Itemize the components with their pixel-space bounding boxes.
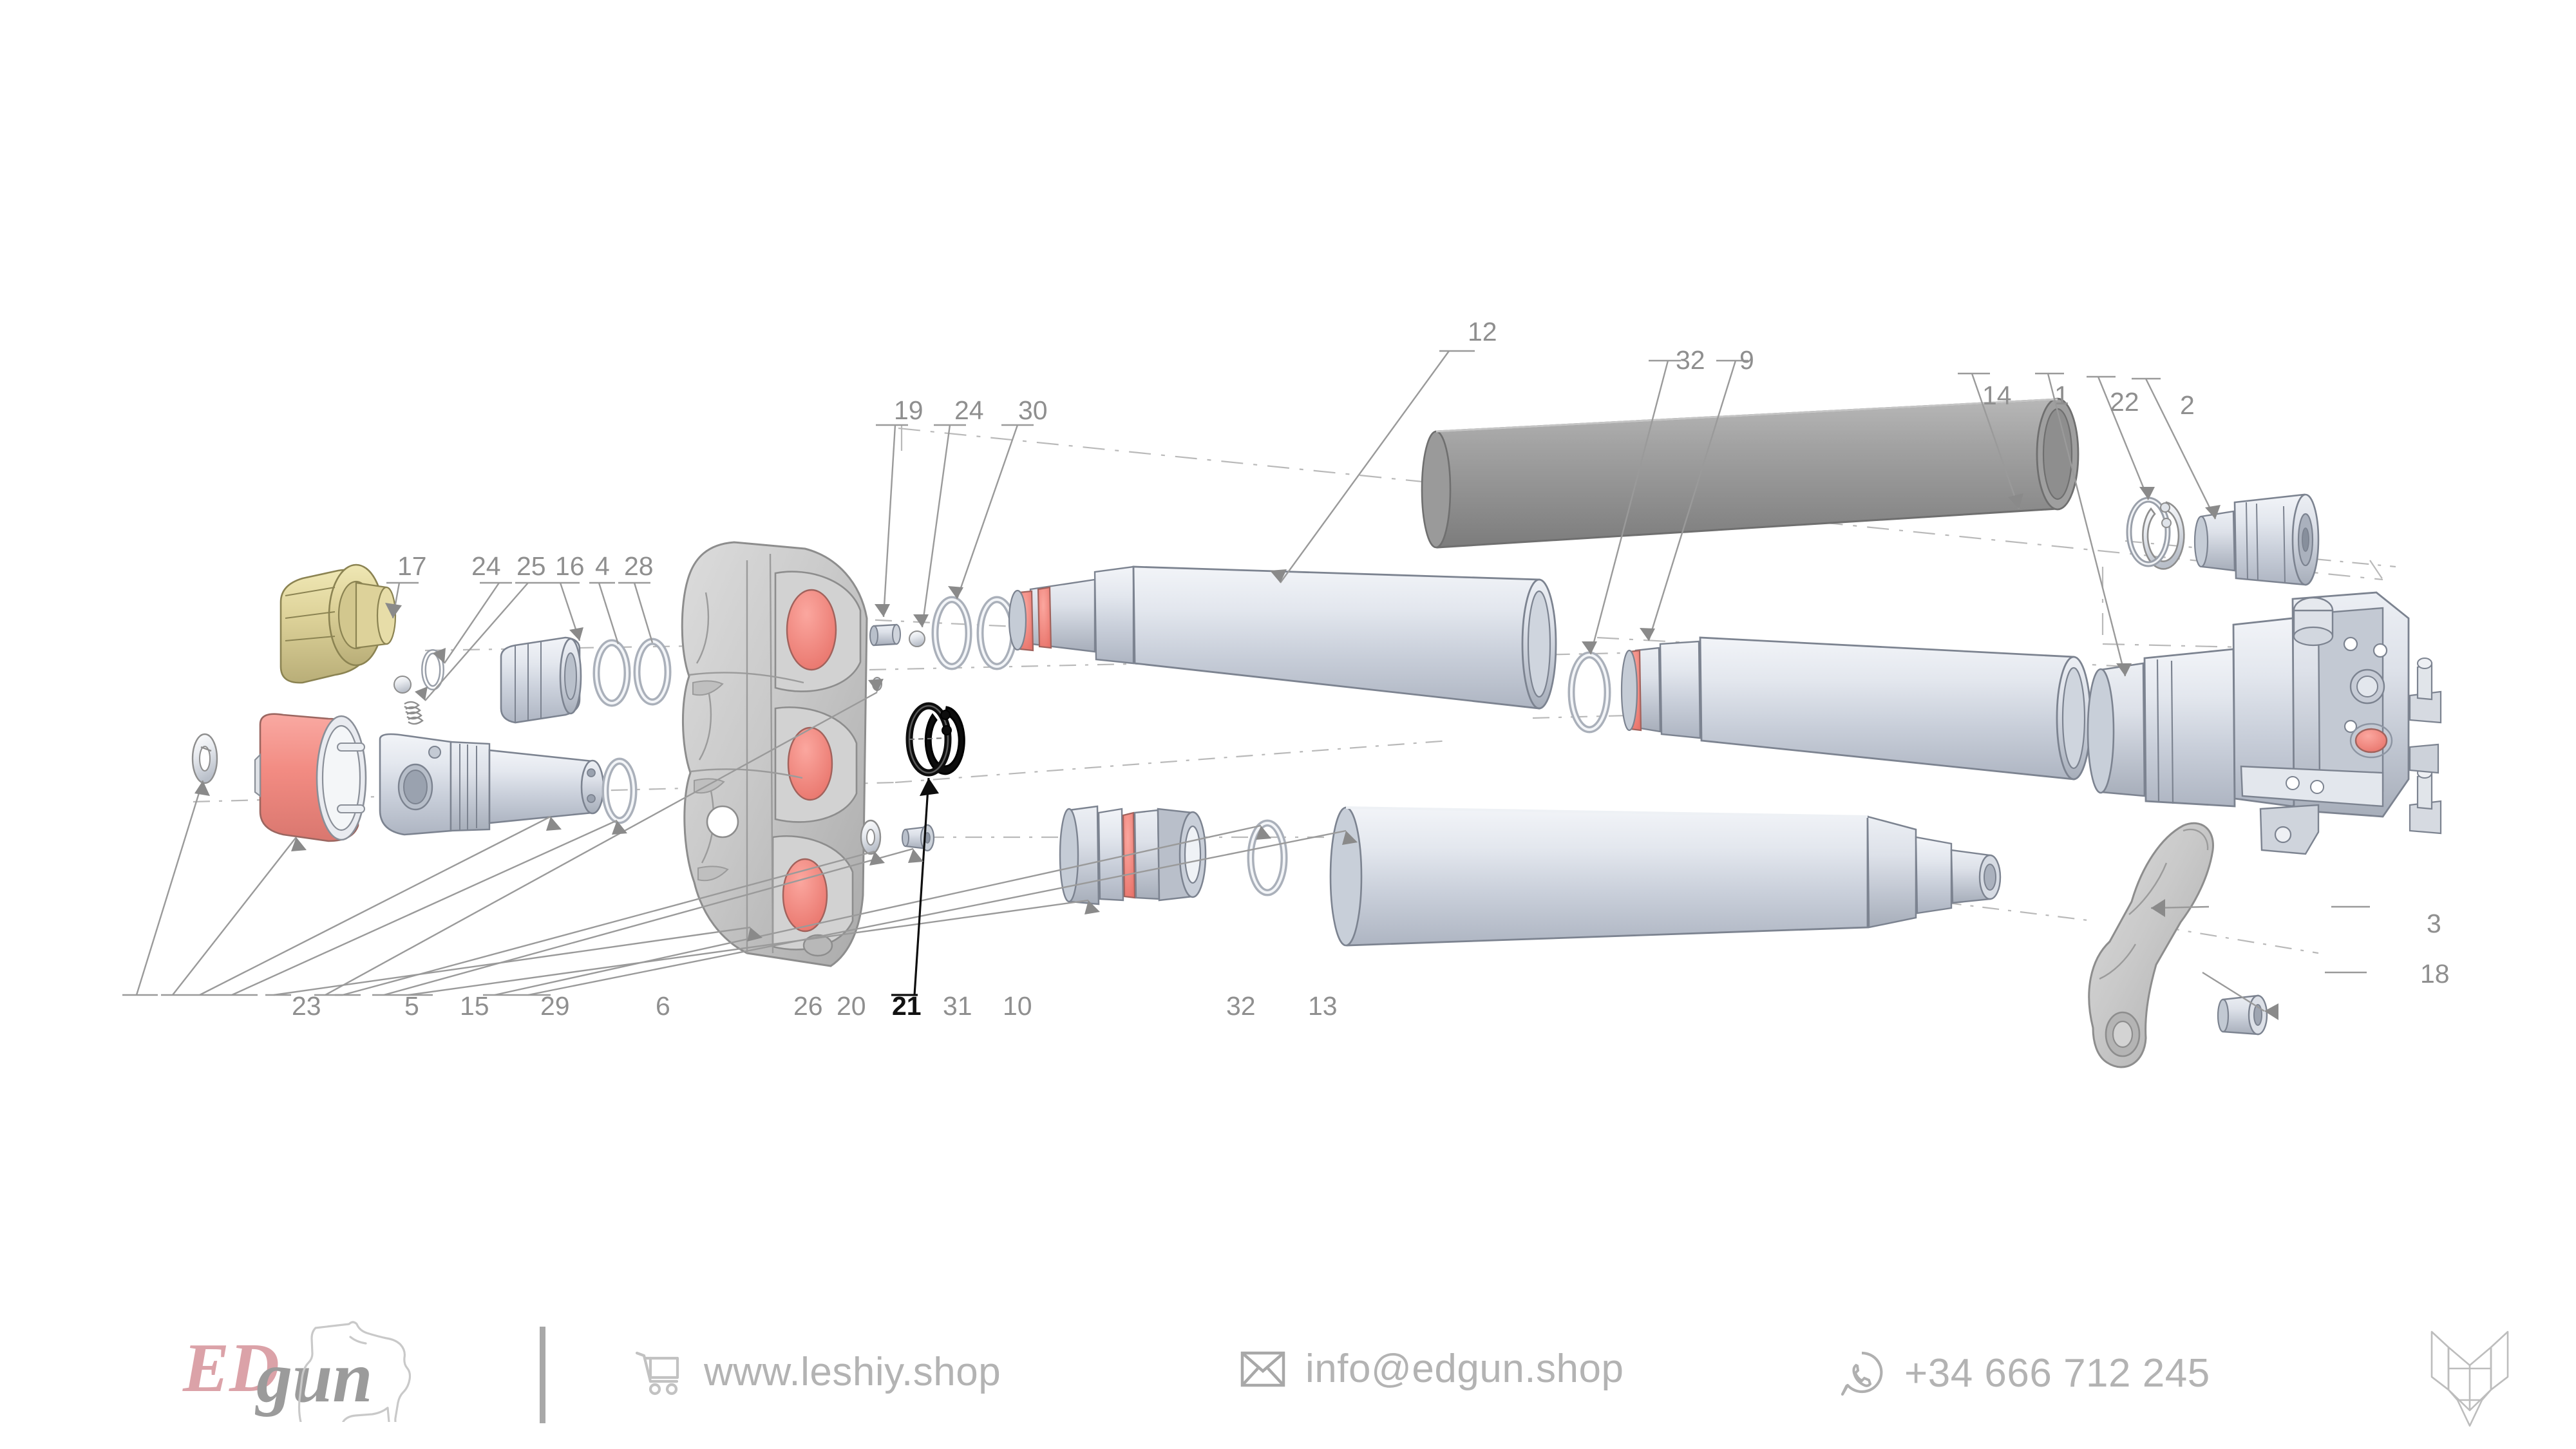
part-14-shroud-tube <box>1421 397 2079 549</box>
callout-label-31: 31 <box>943 991 972 1021</box>
label-underlines <box>122 350 2370 996</box>
callout-label-5: 5 <box>404 991 419 1021</box>
breech-seal <box>2354 728 2388 753</box>
part-12-air-tube <box>1008 565 1557 710</box>
callout-label-13: 13 <box>1308 991 1338 1021</box>
footer-email[interactable]: info@edgun.shop <box>1240 1349 1624 1389</box>
callout-label-22: 22 <box>2110 387 2139 417</box>
callout-label-21: 21 <box>892 991 922 1021</box>
logo-gun-text: gun <box>254 1338 373 1417</box>
manifold-bore-seal-3 <box>782 858 828 933</box>
receiver-side-pins <box>2409 658 2442 835</box>
part-21-retaining-ring-highlighted <box>905 702 965 777</box>
footer-divider <box>540 1327 545 1423</box>
footer-phone-text: +34 666 712 245 <box>1904 1351 2210 1396</box>
callout-label-24: 24 <box>471 551 501 581</box>
part-32-oring-lower <box>1247 819 1288 896</box>
part-22-snap-ring <box>2126 497 2185 570</box>
part-2-end-plug <box>2193 493 2320 586</box>
part-18-shoulder-pin <box>2217 994 2268 1036</box>
leader-line-21-highlighted <box>913 777 930 996</box>
part-15-piston-body <box>379 733 605 836</box>
wolf-head-icon <box>2421 1328 2518 1431</box>
envelope-icon <box>1240 1351 1285 1387</box>
whatsapp-icon <box>1841 1351 1883 1396</box>
callout-label-23: 23 <box>292 991 321 1021</box>
part-5-red-cap <box>254 713 367 842</box>
part-9-cylinder <box>1620 636 2092 781</box>
callout-label-20: 20 <box>837 991 866 1021</box>
footer-phone[interactable]: +34 666 712 245 <box>1839 1349 2210 1398</box>
part-32-oring-upper <box>1567 651 1611 734</box>
part-13-large-cylinder <box>1329 806 2002 947</box>
part-3-cocking-lever <box>2088 822 2214 1068</box>
leader-arrowheads <box>194 487 2278 1020</box>
callout-label-24: 24 <box>954 395 984 425</box>
part-24-ball-left <box>393 676 412 694</box>
callout-label-15: 15 <box>460 991 489 1021</box>
callout-label-32: 32 <box>1676 345 1705 375</box>
callout-label-16: 16 <box>555 551 585 581</box>
callout-label-25: 25 <box>516 551 546 581</box>
part-20-washer <box>860 819 882 855</box>
part-28-oring <box>633 638 672 706</box>
part-30-oring-a <box>931 596 972 670</box>
footer-email-text: info@edgun.shop <box>1305 1347 1624 1391</box>
callout-label-26: 26 <box>793 991 823 1021</box>
callout-label-32: 32 <box>1226 991 1256 1021</box>
part-29-oring <box>601 757 638 824</box>
footer-website[interactable]: www.leshiy.shop <box>634 1349 1001 1396</box>
callout-label-19: 19 <box>894 395 923 425</box>
callout-label-14: 14 <box>1982 381 2012 410</box>
callout-label-10: 10 <box>1003 991 1032 1021</box>
receiver-breech-assembly <box>2232 591 2442 855</box>
logo-ed-text: ED <box>182 1330 279 1406</box>
callout-label-6: 6 <box>656 991 670 1021</box>
callout-label-2: 2 <box>2180 390 2195 420</box>
part-6-manifold-block <box>681 541 868 967</box>
part-30-oring-b <box>976 596 1018 670</box>
part-31-screw <box>902 824 935 852</box>
part-19-dowel-pin <box>869 623 901 647</box>
part-16-bushing <box>500 636 582 724</box>
callout-label-30: 30 <box>1018 395 1048 425</box>
manifold-bore-seal-2 <box>787 726 833 801</box>
arrowhead-21-highlighted <box>920 778 939 796</box>
callout-label-4: 4 <box>595 551 610 581</box>
part-24-ball-center <box>909 630 925 647</box>
manifold-bore-seal-1 <box>786 589 837 671</box>
callout-label-29: 29 <box>540 991 570 1021</box>
callout-label-17: 17 <box>397 551 427 581</box>
callout-label-1: 1 <box>2054 381 2069 410</box>
callout-label-12: 12 <box>1468 317 1497 346</box>
footer-website-text: www.leshiy.shop <box>704 1350 1001 1394</box>
part-4-oring <box>592 639 631 707</box>
callout-label-28: 28 <box>624 551 654 581</box>
shopping-cart-icon <box>635 1351 679 1396</box>
callout-label-9: 9 <box>1739 345 1754 375</box>
footer-bar: ED gun www.leshiy.shop <box>0 1301 2576 1449</box>
edgun-logo: ED gun <box>180 1319 483 1449</box>
leader-lines <box>135 350 2265 1012</box>
part-23-e-clip <box>191 733 218 784</box>
part-1-reservoir-front <box>2087 648 2236 808</box>
part-10-valve-body <box>1059 805 1207 905</box>
callout-label-18: 18 <box>2420 959 2450 989</box>
callout-label-3: 3 <box>2427 909 2441 938</box>
part-17-brass-knob <box>279 564 397 684</box>
part-25-spring <box>404 701 424 725</box>
